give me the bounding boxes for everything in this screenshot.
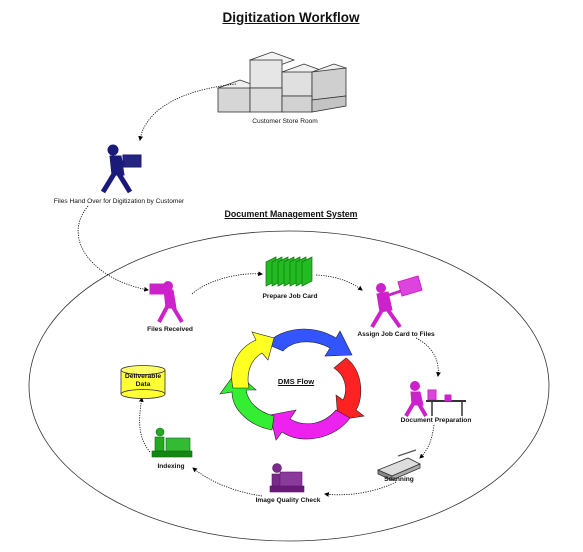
cycle-segment-blue	[266, 328, 353, 357]
cycle-segment-yellow	[231, 331, 275, 389]
store-room-label: Customer Store Room	[252, 118, 318, 125]
step-assign-job-card: Assign Job Card to Files	[357, 331, 435, 338]
handover-label: Files Hand Over for Digitization by Cust…	[53, 198, 185, 205]
dms-flow-label: DMS Flow	[277, 377, 315, 386]
arrow-courier-to-received	[77, 205, 149, 292]
step-document-preparation: Document Preparation	[400, 417, 472, 424]
files-received-figure	[149, 281, 184, 324]
assign-job-card-figure	[370, 275, 423, 329]
job-card-stack	[265, 256, 313, 287]
inner-flow-arrows	[138, 271, 441, 497]
deliverable-data-cylinder	[120, 365, 166, 399]
image-quality-check-figure	[269, 463, 305, 493]
indexing-figure	[151, 427, 193, 458]
deliverable-line-1: Deliverable	[124, 373, 162, 380]
courier-figure	[100, 144, 142, 194]
document-preparation-figure	[404, 381, 466, 418]
dms-flow-cycle	[219, 328, 365, 441]
step-files-received: Files Received	[147, 326, 193, 333]
store-room-boxes	[216, 51, 348, 113]
arrow-store-to-courier	[138, 83, 237, 141]
dms-title: Document Management System	[224, 209, 358, 219]
deliverable-line-2: Data	[135, 381, 151, 388]
step-prepare-job-card: Prepare Job Card	[262, 293, 318, 300]
step-indexing: Indexing	[157, 463, 185, 470]
page-title: Digitization Workflow	[222, 10, 360, 25]
deliverable-data-label: Deliverable Data	[118, 373, 168, 389]
scanner-icon	[376, 449, 421, 481]
cycle-segment-red	[333, 357, 365, 421]
cycle-segment-magenta	[269, 409, 351, 441]
dms-boundary-ellipse	[28, 230, 550, 542]
step-scanning: Scanning	[384, 476, 414, 483]
step-image-quality-check: Image Quality Check	[255, 497, 321, 504]
